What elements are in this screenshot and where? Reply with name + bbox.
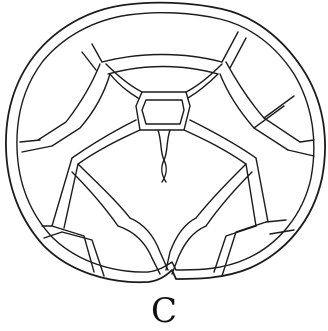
figure-caption: C <box>0 294 328 328</box>
inner-cell-walls <box>20 32 314 276</box>
